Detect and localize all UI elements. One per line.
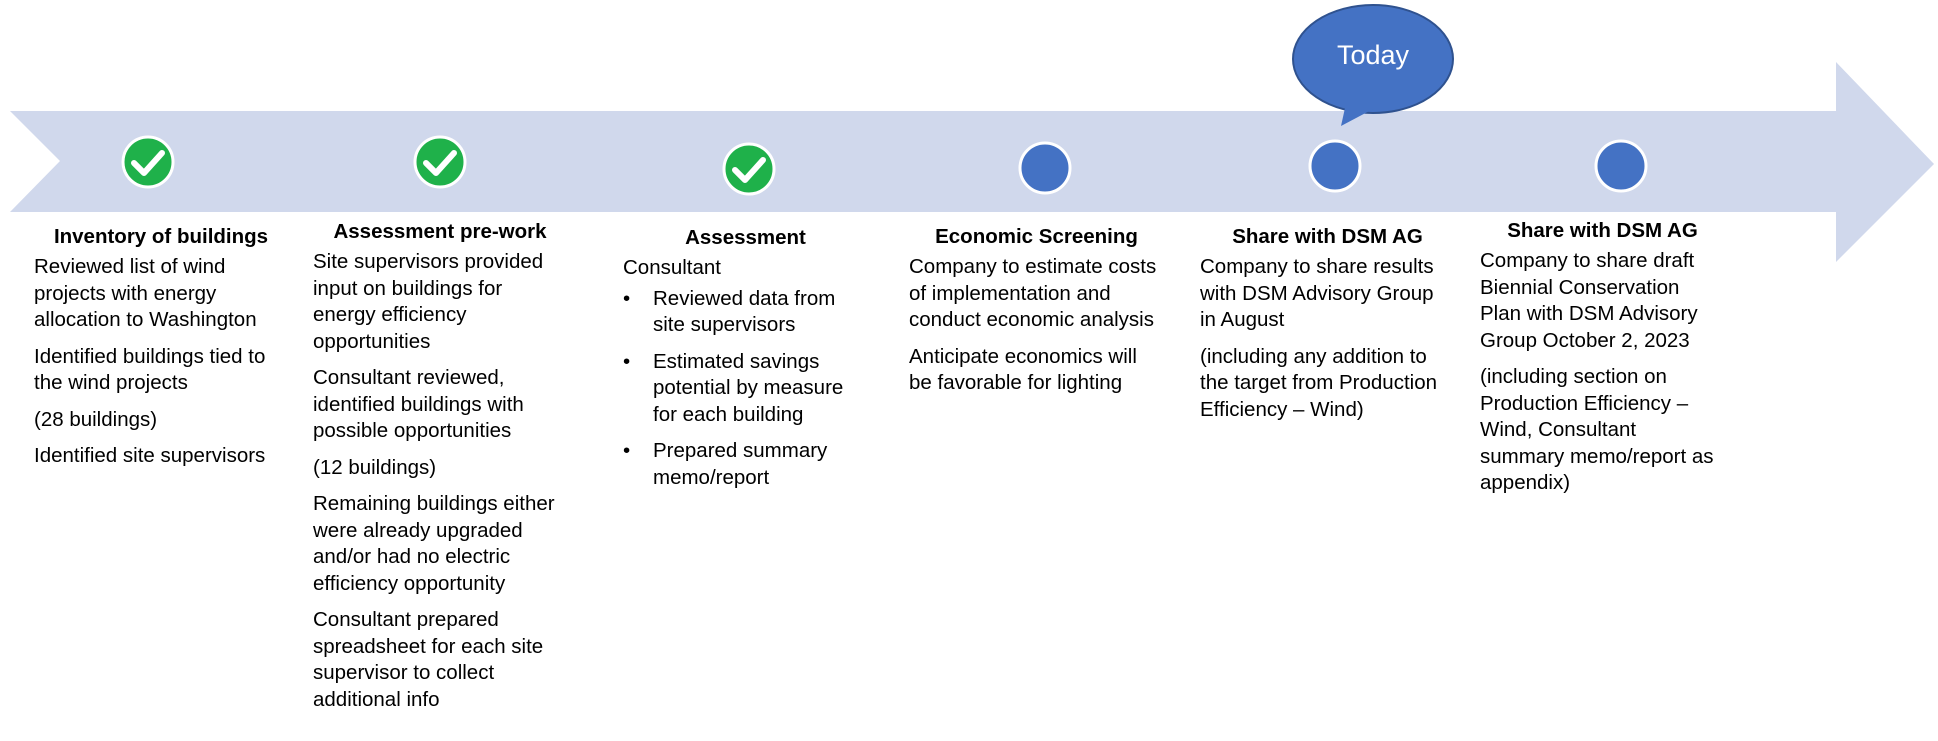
step-title: Assessment <box>685 226 806 249</box>
step-text: (including section on Production Efficie… <box>1480 365 1714 494</box>
step-assessment: Assessment Consultant Reviewed data from… <box>623 225 868 501</box>
step-title: Inventory of buildings <box>53 225 269 248</box>
step-text: (including any addition to the target fr… <box>1200 344 1438 421</box>
check-circle-icon <box>121 135 175 189</box>
step-text: (12 buildings) <box>313 455 437 479</box>
today-label: Today <box>1336 40 1410 70</box>
bullet-item: Prepared summary memo/report <box>623 438 868 491</box>
step-text: Remaining buildings either were already … <box>313 492 555 595</box>
today-callout <box>1292 4 1454 126</box>
step-text: Company to estimate costs of implementat… <box>909 255 1157 331</box>
pending-circle-icon <box>1594 139 1648 193</box>
step-bullet-list: Reviewed data from site supervisors Esti… <box>623 286 868 492</box>
step-text: Identified buildings tied to the wind pr… <box>34 344 266 395</box>
step-inventory: Inventory of buildings Reviewed list of … <box>34 224 288 480</box>
step-text: (28 buildings) <box>34 407 158 431</box>
step-text: Reviewed list of wind projects with ener… <box>34 255 257 331</box>
step-text: Company to share draft Biennial Conserva… <box>1480 249 1698 352</box>
check-circle-icon <box>722 142 776 196</box>
pending-circle-icon <box>1018 141 1072 195</box>
step-share-dsm-ag-august: Share with DSM AG Company to share resul… <box>1200 224 1455 433</box>
bullet-item: Reviewed data from site supervisors <box>623 286 868 339</box>
step-text: Site supervisors provided input on build… <box>313 250 544 353</box>
step-economic-screening: Economic Screening Company to estimate c… <box>909 224 1164 407</box>
bullet-item: Estimated savings potential by measure f… <box>623 349 868 429</box>
step-title: Assessment pre-work <box>333 220 547 243</box>
step-title: Share with DSM AG <box>1232 225 1423 248</box>
step-assessment-prework: Assessment pre-work Site supervisors pro… <box>313 219 567 723</box>
step-text: Identified site supervisors <box>34 444 266 467</box>
step-text: Consultant reviewed, identified building… <box>313 366 524 442</box>
step-title: Economic Screening <box>935 225 1138 248</box>
step-intro: Consultant <box>623 256 722 279</box>
check-circle-icon <box>413 135 467 189</box>
step-text: Company to share results with DSM Adviso… <box>1200 255 1434 331</box>
step-text: Anticipate economics will be favorable f… <box>909 344 1137 395</box>
step-title: Share with DSM AG <box>1507 219 1698 242</box>
step-text: Consultant prepared spreadsheet for each… <box>313 608 544 711</box>
step-share-dsm-ag-october: Share with DSM AG Company to share draft… <box>1480 218 1725 507</box>
pending-circle-icon <box>1308 139 1362 193</box>
